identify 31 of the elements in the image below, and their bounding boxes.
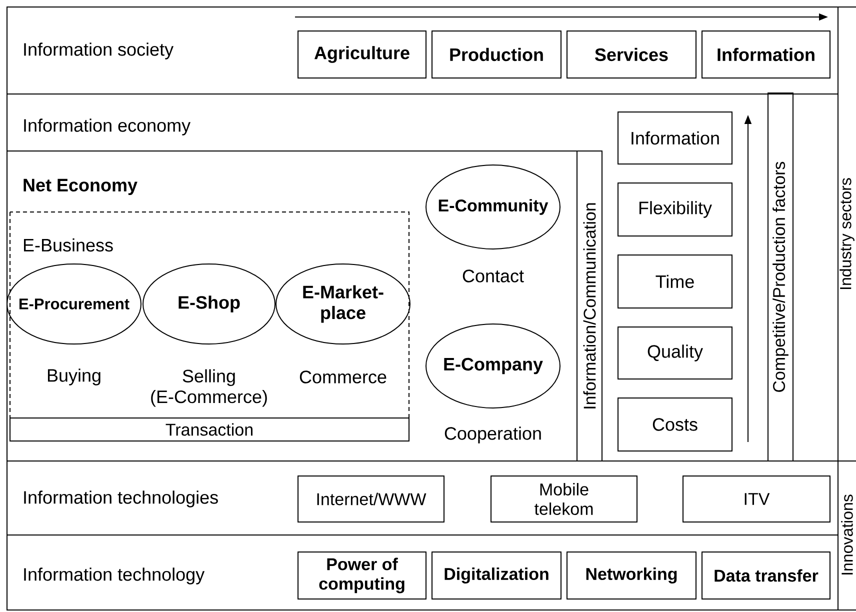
ellipse-node: E-Community xyxy=(426,164,560,250)
category-box: Mobile telekom xyxy=(490,476,638,522)
vertical-label-box: Information/Communication xyxy=(576,150,602,462)
category-box: Information xyxy=(702,30,830,78)
category-box: Data transfer xyxy=(702,552,830,600)
ellipse-node: E-Shop xyxy=(142,264,276,344)
category-box: Information xyxy=(618,112,732,164)
caption: Contact xyxy=(462,270,524,282)
caption: Selling (E-Commerce) xyxy=(151,369,267,407)
ellipse-node: E-Company xyxy=(426,324,560,408)
ellipse-node: E-Market-place xyxy=(276,264,410,344)
category-box: Networking xyxy=(566,552,696,600)
category-box: Costs xyxy=(618,398,732,452)
caption: Commerce xyxy=(300,370,386,384)
caption: Buying xyxy=(48,368,100,386)
category-box: Services xyxy=(566,30,696,78)
category-box: Digitalization xyxy=(432,552,562,600)
side-label: Industry sectors xyxy=(840,178,854,289)
category-box: Quality xyxy=(618,326,732,380)
category-box: Flexibility xyxy=(618,182,732,236)
category-box: ITV xyxy=(682,476,830,522)
category-box: Power of computing xyxy=(298,552,426,600)
category-box: Agriculture xyxy=(298,30,426,78)
category-box: Time xyxy=(618,254,732,308)
caption: Cooperation xyxy=(444,426,541,444)
category-box: Internet/WWW xyxy=(298,476,444,522)
side-label: Innovations xyxy=(841,494,853,574)
vertical-label-box: Competitive/Production factors xyxy=(768,92,794,462)
category-box: Production xyxy=(432,30,562,78)
category-box: Transaction xyxy=(10,418,410,442)
ellipse-node: E-Procurement xyxy=(6,264,142,344)
